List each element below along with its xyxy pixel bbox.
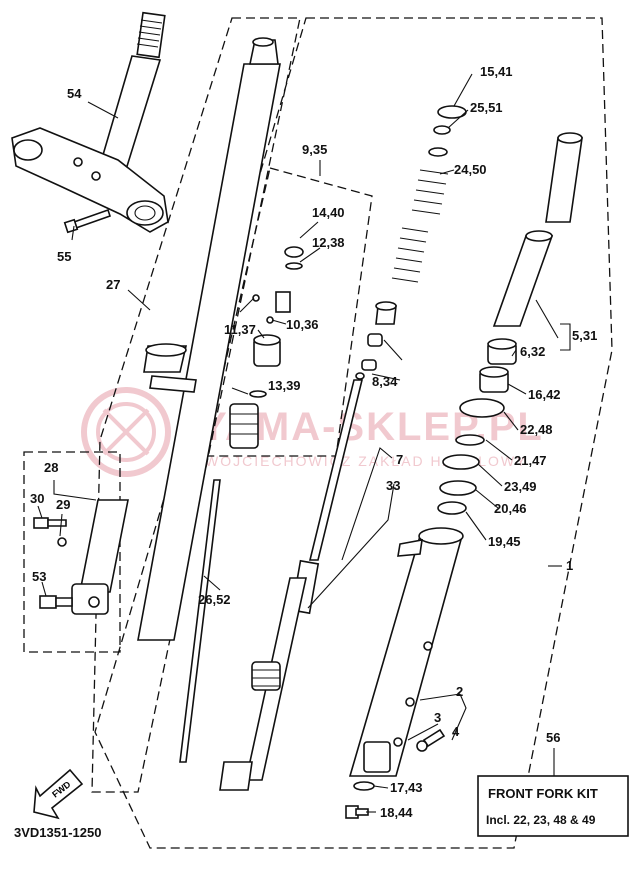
callout-53: 53 [32, 569, 46, 584]
seal-stack-parts [437, 338, 517, 515]
callout-13-39: 13,39 [268, 378, 301, 393]
callout-15-41: 15,41 [480, 64, 513, 79]
callout-18-44: 18,44 [380, 805, 413, 820]
callout-8-34: 8,34 [372, 374, 398, 389]
callout-23-49: 23,49 [504, 479, 537, 494]
callout-19-45: 19,45 [488, 534, 521, 549]
callout-6-32: 6,32 [520, 344, 545, 359]
cylinder-part [219, 379, 364, 791]
damper-rod-parts [229, 246, 304, 449]
long-rod-part [179, 479, 221, 763]
callout-55: 55 [57, 249, 71, 264]
callout-2: 2 [456, 684, 463, 699]
callout-24-50: 24,50 [454, 162, 487, 177]
spacer-tube-parts [492, 132, 583, 327]
forward-direction-arrow: FWD [33, 768, 84, 820]
callout-56: 56 [546, 730, 560, 745]
callout-5-31: 5,31 [572, 328, 597, 343]
callout-30: 30 [30, 491, 44, 506]
callout-14-40: 14,40 [312, 205, 345, 220]
leader-lines [37, 73, 571, 813]
spring-parts [355, 105, 467, 380]
front-fork-kit-box: FRONT FORK KIT Incl. 22, 23, 48 & 49 [477, 775, 629, 837]
kit-title: FRONT FORK KIT [488, 786, 598, 801]
callout-9-35: 9,35 [302, 142, 327, 157]
callout-7: 7 [396, 452, 403, 467]
bolt-55-part [63, 208, 112, 234]
drawing-code: 3VD1351-1250 [14, 825, 101, 840]
callout-10-36: 10,36 [286, 317, 319, 332]
callout-54: 54 [67, 86, 82, 101]
callout-11-37: 11,37 [224, 322, 256, 337]
watermark-logo [81, 387, 171, 477]
callout-16-42: 16,42 [528, 387, 561, 402]
inner-tube-part [137, 37, 281, 641]
callout-25-51: 25,51 [470, 100, 503, 115]
callout-4: 4 [452, 724, 460, 739]
callout-3: 3 [434, 710, 441, 725]
callout-20-46: 20,46 [494, 501, 527, 516]
kit-subtitle: Incl. 22, 23, 48 & 49 [486, 813, 596, 827]
callout-22-48: 22,48 [520, 422, 553, 437]
callout-21-47: 21,47 [514, 453, 547, 468]
lower-fork-end-part [33, 499, 129, 615]
callout-33: 33 [386, 478, 400, 493]
callout-labels: 54 55 27 28 30 29 53 9,35 14,40 12,38 11… [30, 64, 597, 820]
callout-12-38: 12,38 [312, 235, 345, 250]
callout-26-52: 26,52 [198, 592, 231, 607]
callout-27: 27 [106, 277, 120, 292]
callout-28: 28 [44, 460, 58, 475]
callout-29: 29 [56, 497, 70, 512]
callout-17-43: 17,43 [390, 780, 423, 795]
outer-tube-part [348, 527, 464, 777]
callout-1: 1 [566, 558, 573, 573]
under-bracket-part [11, 11, 169, 233]
